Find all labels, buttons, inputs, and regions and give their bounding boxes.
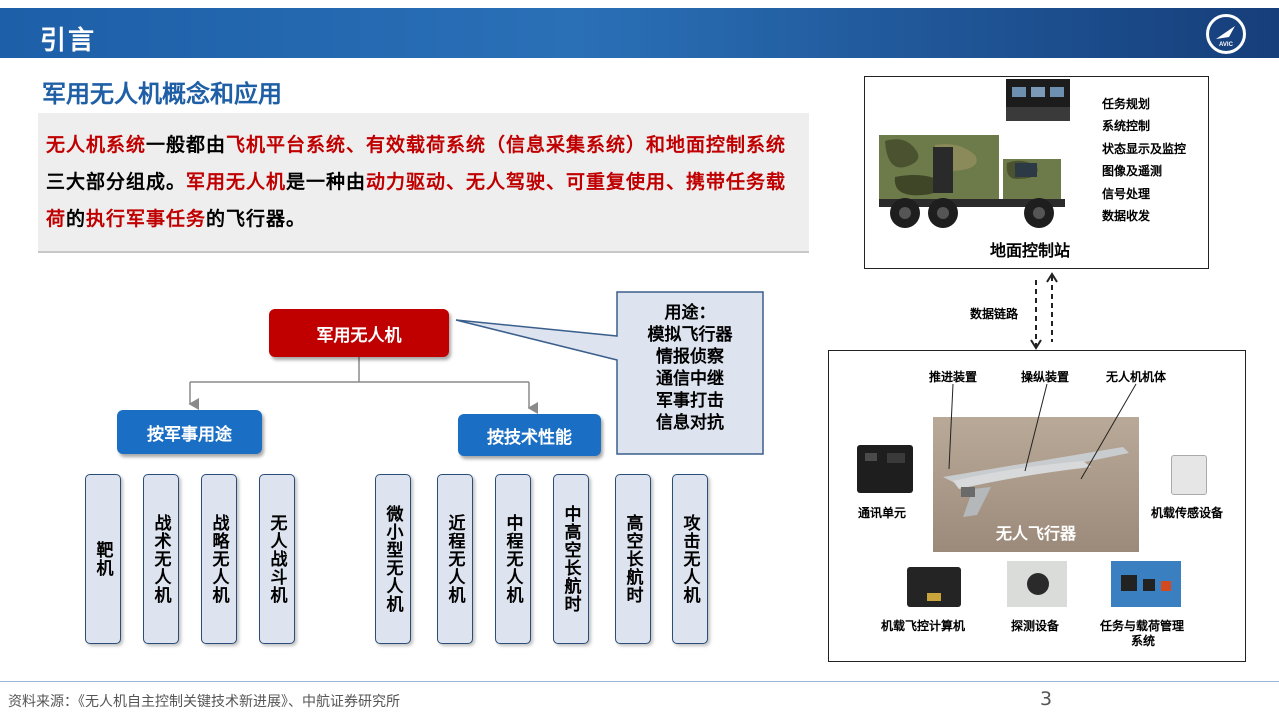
intro-text-2: 三大部分组成。 [46, 171, 187, 193]
sensor-label: 机载传感设备 [1151, 506, 1224, 520]
leaf-strategic-uav: 战略无人机 [201, 474, 237, 644]
leaf-combat-uav: 无人战斗机 [259, 474, 295, 644]
mission-mgmt-image [1111, 561, 1181, 607]
airframe-label: 无人机机体 [1106, 370, 1167, 384]
mission-mgmt-label-line2: 系统 [1131, 634, 1156, 648]
intro-paragraph: 无人机系统一般都由飞机平台系统、有效载荷系统（信息采集系统）和地面控制系统三大部… [46, 127, 806, 238]
data-link-arrows [1030, 272, 1058, 350]
leaf-label: 高空长航时 [622, 514, 643, 604]
usage-item: 信息对抗 [656, 413, 724, 433]
leaf-label: 微小型无人机 [382, 505, 403, 613]
propulsion-label: 推进装置 [929, 370, 978, 384]
leaf-label: 靶机 [92, 541, 113, 577]
flight-computer-image [907, 567, 961, 607]
usage-item: 情报侦察 [656, 347, 724, 367]
comm-unit-image [857, 445, 913, 493]
component-leader-lines [948, 383, 1137, 480]
leaf-attack-uav: 攻击无人机 [672, 474, 708, 644]
flight-computer-label: 机载飞控计算机 [881, 619, 966, 633]
intro-term-military-uav: 军用无人机 [186, 171, 287, 193]
leaf-hale-uav: 高空长航时 [615, 474, 651, 644]
usage-item: 模拟飞行器 [647, 325, 733, 345]
usage-item: 通信中继 [656, 369, 724, 389]
uav-silhouette-icon [943, 447, 1129, 517]
intro-text-5: 的飞行器。 [206, 208, 307, 230]
aircraft-panel: 推进装置 操纵装置 无人机机体 无人飞行器 通讯单元 机载传感设备 机载飞控计算… [828, 350, 1246, 662]
leaf-medium-range-uav: 中程无人机 [495, 474, 531, 644]
leaf-label: 战术无人机 [150, 514, 171, 604]
svg-text:AVIC: AVIC [1219, 42, 1234, 48]
avic-logo-icon: AVIC [1206, 14, 1246, 54]
intro-term-uav-system: 无人机系统 [46, 134, 147, 156]
tree-connectors [188, 291, 764, 455]
detection-device-image [1007, 561, 1067, 607]
header-bar [0, 8, 1279, 58]
intro-text-4: 的 [66, 208, 87, 230]
leaf-target-drone: 靶机 [85, 474, 121, 644]
function-item: 数据收发 [1102, 209, 1151, 224]
header-title: 引言 [40, 26, 97, 56]
intro-term-mission: 执行军事任务 [86, 208, 207, 230]
intro-text-1: 一般都由 [146, 134, 227, 156]
leaf-tactical-uav: 战术无人机 [143, 474, 179, 644]
footer-source: 资料来源：《无人机自主控制关键技术新进展》、中航证券研究所 [8, 694, 400, 710]
comm-unit-label: 通讯单元 [858, 506, 907, 520]
leaf-label: 中高空长航时 [560, 505, 581, 613]
leaf-label: 战略无人机 [208, 514, 229, 604]
function-item: 状态显示及监控 [1102, 141, 1187, 156]
root-node-military-uav: 军用无人机 [269, 309, 449, 357]
leaf-short-range-uav: 近程无人机 [437, 474, 473, 644]
footer-divider [0, 681, 1279, 682]
intro-box: 无人机系统一般都由飞机平台系统、有效载荷系统（信息采集系统）和地面控制系统三大部… [38, 113, 809, 253]
intro-term-components: 飞机平台系统、有效载荷系统（信息采集系统）和地面控制系统 [226, 134, 787, 156]
function-item: 系统控制 [1102, 119, 1151, 134]
usage-item: 军事打击 [656, 391, 724, 411]
control-room-image [1006, 79, 1070, 121]
ground-station-functions: 任务规划 系统控制 状态显示及监控 图像及遥测 信号处理 数据收发 [1102, 93, 1186, 227]
ground-station-panel: 任务规划 系统控制 状态显示及监控 图像及遥测 信号处理 数据收发 地面控制站 [864, 76, 1209, 269]
leaf-micro-uav: 微小型无人机 [375, 474, 411, 644]
uav-photo-caption: 无人飞行器 [995, 524, 1076, 543]
control-label: 操纵装置 [1021, 370, 1070, 384]
sensor-image [1171, 455, 1207, 495]
section-title: 军用无人机概念和应用 [42, 80, 282, 108]
intro-text-3: 是一种由 [286, 171, 367, 193]
function-item: 任务规划 [1102, 97, 1151, 111]
detection-label: 探测设备 [1011, 619, 1060, 633]
leaf-male-uav: 中高空长航时 [553, 474, 589, 644]
ground-station-truck-image [879, 135, 1065, 228]
leaf-label: 近程无人机 [444, 514, 465, 604]
usage-callout: 用途： 模拟飞行器 情报侦察 通信中继 军事打击 信息对抗 [617, 302, 763, 434]
leaf-label: 攻击无人机 [679, 514, 700, 604]
category-technical-performance: 按技术性能 [458, 414, 601, 456]
leaf-label: 中程无人机 [502, 514, 523, 604]
ground-station-caption: 地面控制站 [990, 241, 1071, 260]
mission-mgmt-label: 任务与载荷管理 [1100, 619, 1185, 633]
uav-photo: 无人飞行器 [933, 417, 1139, 552]
page-number: 3 [1040, 688, 1053, 710]
function-item: 信号处理 [1102, 186, 1151, 201]
function-item: 图像及遥测 [1102, 164, 1163, 179]
category-military-use: 按军事用途 [117, 410, 262, 454]
data-link-label: 数据链路 [970, 307, 1019, 321]
intro-term-features: 动力驱动、无人驾驶、可重复使用、携带任务载荷 [46, 171, 787, 230]
leaf-label: 无人战斗机 [266, 514, 287, 604]
usage-title: 用途： [664, 303, 716, 323]
